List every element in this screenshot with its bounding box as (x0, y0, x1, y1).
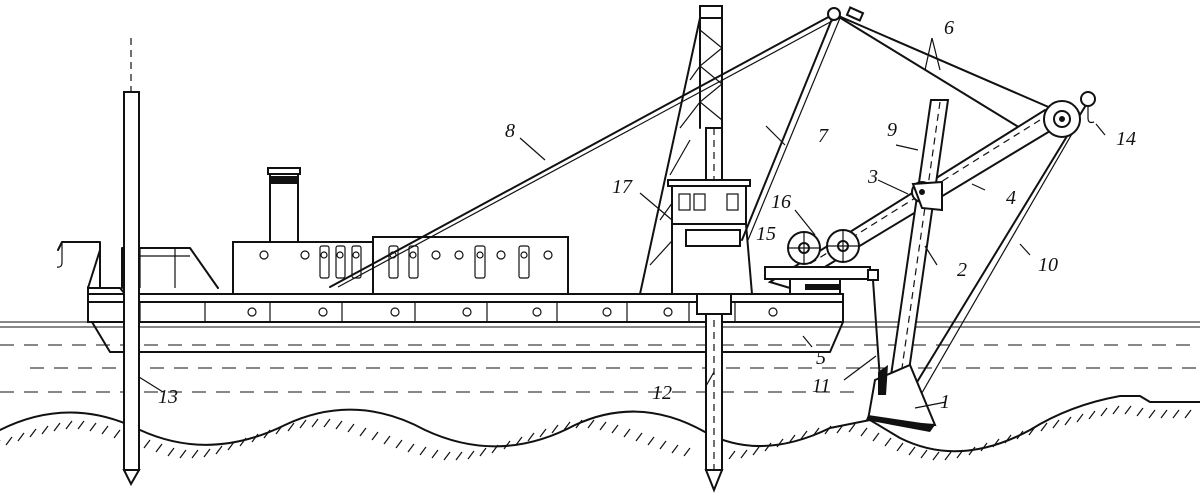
label-12: 12 (652, 382, 672, 404)
callout-labels: 1 2 3 4 5 6 7 8 9 10 11 12 13 14 15 16 1… (158, 17, 1136, 413)
label-11: 11 (812, 375, 831, 397)
cables (329, 6, 1087, 411)
label-5: 5 (816, 347, 826, 369)
water-surface (0, 321, 1200, 393)
label-17: 17 (612, 176, 633, 198)
label-2: 2 (957, 259, 967, 281)
bow-davit (56, 241, 219, 289)
label-6: 6 (944, 17, 954, 39)
bucket (866, 363, 937, 432)
label-7: 7 (818, 125, 829, 147)
label-8: 8 (505, 120, 515, 142)
label-4: 4 (1006, 187, 1016, 209)
gantry-tower (639, 5, 754, 295)
label-15: 15 (756, 223, 776, 245)
label-9: 9 (887, 119, 897, 141)
label-10: 10 (1038, 254, 1058, 276)
label-16: 16 (771, 191, 791, 213)
label-3: 3 (867, 166, 878, 188)
label-14: 14 (1116, 128, 1136, 150)
label-1: 1 (940, 391, 950, 413)
leader-lines (138, 37, 1106, 409)
superstructure (232, 167, 569, 295)
label-13: 13 (158, 386, 178, 408)
spud-pile-13 (122, 38, 141, 487)
winch-drums (764, 229, 881, 381)
seabed (0, 395, 1200, 461)
